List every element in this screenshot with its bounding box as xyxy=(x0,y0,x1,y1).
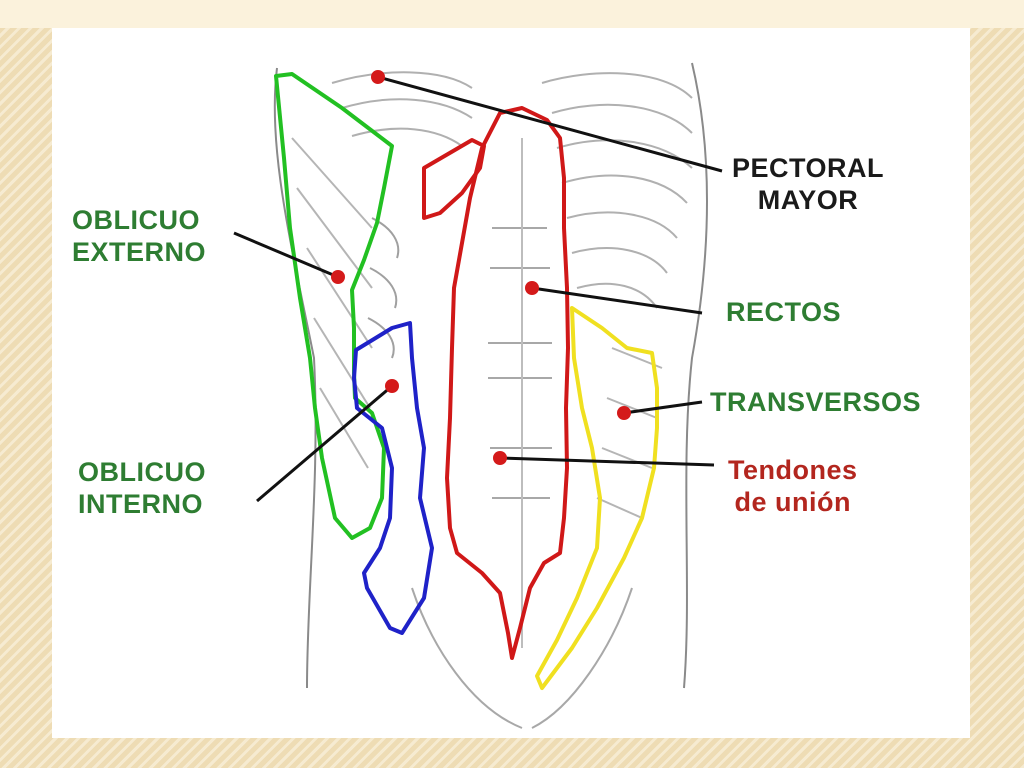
label-oblicuo-externo: OBLICUO EXTERNO xyxy=(72,204,206,268)
transversos-outline xyxy=(535,306,659,690)
leader-lines xyxy=(233,75,723,503)
marker-oblicuo-interno xyxy=(385,379,399,393)
label-tendones-line2: de unión xyxy=(734,487,851,517)
leader-line-oblicuo-interno xyxy=(256,384,393,503)
label-pectoral-line2: MAYOR xyxy=(757,185,859,215)
label-pectoral-mayor: PECTORAL MAYOR xyxy=(732,152,884,216)
marker-transversos xyxy=(617,406,631,420)
label-transversos-text: TRANSVERSOS xyxy=(710,387,922,417)
slide-top-band xyxy=(0,0,1024,28)
leader-line-tendones xyxy=(499,456,715,467)
oblicuo-interno-outline xyxy=(352,321,434,635)
abdominal-muscles-diagram xyxy=(233,62,723,729)
label-tendones-de-union: Tendones de unión xyxy=(728,454,858,518)
marker-rectos xyxy=(525,281,539,295)
oblicuo-externo-outline xyxy=(274,72,394,540)
label-tendones-line1: Tendones xyxy=(728,455,858,485)
leader-line-transversos xyxy=(623,400,703,415)
pectoral-wedge-outline xyxy=(422,138,486,220)
label-oblicuo-interno-line1: OBLICUO xyxy=(78,457,206,487)
marker-oblicuo-externo xyxy=(331,270,345,284)
markers xyxy=(331,70,631,465)
label-rectos-text: RECTOS xyxy=(726,297,842,327)
label-oblicuo-interno-line2: INTERNO xyxy=(78,489,203,519)
label-oblicuo-externo-line2: EXTERNO xyxy=(72,237,207,267)
label-rectos: RECTOS xyxy=(726,296,841,328)
slide-content: PECTORAL MAYOR OBLICUO EXTERNO RECTOS TR… xyxy=(52,28,970,738)
torso-illustration xyxy=(273,62,708,729)
leader-line-oblicuo-externo xyxy=(233,231,339,279)
leader-line-rectos xyxy=(531,286,703,315)
marker-pectoral xyxy=(371,70,385,84)
marker-tendones xyxy=(493,451,507,465)
label-pectoral-line1: PECTORAL xyxy=(732,153,885,183)
rectos-outline xyxy=(445,106,570,660)
label-transversos: TRANSVERSOS xyxy=(710,386,921,418)
label-oblicuo-externo-line1: OBLICUO xyxy=(72,205,200,235)
label-oblicuo-interno: OBLICUO INTERNO xyxy=(78,456,206,520)
leader-line-pectoral xyxy=(377,75,723,173)
